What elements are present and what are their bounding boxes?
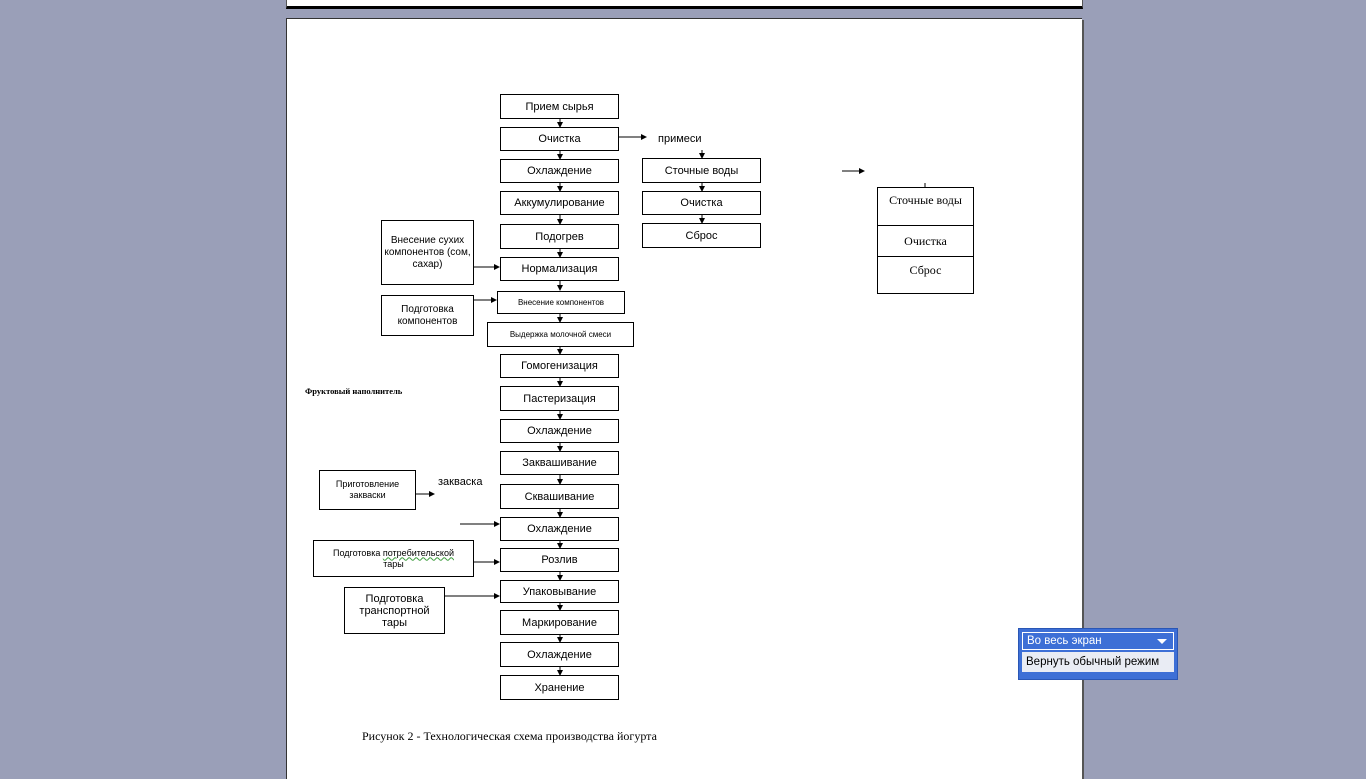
- view-mode-value: Во весь экран: [1027, 635, 1102, 647]
- step-raw-intake: Прием сырья: [500, 94, 619, 119]
- step-storage: Хранение: [500, 675, 619, 700]
- waste-discharge: Сброс: [642, 223, 761, 248]
- right-cleaning: Очистка: [877, 226, 974, 257]
- prep-components-box: Подготовка компонентов: [381, 295, 474, 336]
- step-filling: Розлив: [500, 548, 619, 572]
- previous-page-edge: [286, 0, 1083, 9]
- step-packing: Упаковывание: [500, 580, 619, 603]
- document-page: [286, 18, 1082, 779]
- step-normalization: Нормализация: [500, 257, 619, 281]
- impurities-label: примеси: [658, 133, 702, 145]
- restore-normal-view-button[interactable]: Вернуть обычный режим: [1022, 652, 1174, 672]
- right-discharge: Сброс: [909, 263, 942, 277]
- waste-cleaning: Очистка: [642, 191, 761, 215]
- step-pasteurization: Пастеризация: [500, 386, 619, 411]
- step-adding-components: Внесение компонентов: [497, 291, 625, 314]
- step-cooling-3: Охлаждение: [500, 517, 619, 541]
- consumer-packaging-box: Подготовка потребительской тары: [313, 540, 474, 577]
- consumer-packaging-line1: Подготовка потребительской: [333, 548, 454, 559]
- dry-components-box: Внесение сухих компонентов (сом, сахар): [381, 220, 474, 285]
- starter-label: закваска: [438, 476, 483, 488]
- step-cleaning: Очистка: [500, 127, 619, 151]
- step-inoculation: Заквашивание: [500, 451, 619, 475]
- consumer-packaging-word2: потребительской: [382, 547, 454, 558]
- step-cooling-2: Охлаждение: [500, 419, 619, 443]
- step-mix-holding: Выдержка молочной смеси: [487, 322, 634, 347]
- waste-wastewater: Сточные воды: [642, 158, 761, 183]
- fruit-filler-label: Фруктовый наполнитель: [305, 386, 403, 396]
- step-cooling-4: Охлаждение: [500, 642, 619, 667]
- consumer-packaging-word1: Подготовка: [332, 547, 383, 558]
- right-group-frame: [877, 187, 974, 294]
- figure-caption: Рисунок 2 - Технологическая схема произв…: [362, 729, 657, 743]
- step-fermentation: Сквашивание: [500, 484, 619, 509]
- step-cooling-1: Охлаждение: [500, 159, 619, 183]
- fullscreen-toolbar: Во весь экран Вернуть обычный режим: [1018, 628, 1178, 680]
- transport-packaging-box: Подготовка транспортной тары: [344, 587, 445, 634]
- step-accumulation: Аккумулирование: [500, 191, 619, 215]
- consumer-packaging-line2: тары: [383, 558, 404, 569]
- right-wastewater: Сточные воды: [877, 187, 974, 226]
- chevron-down-icon: [1157, 639, 1167, 644]
- step-heating: Подогрев: [500, 224, 619, 249]
- view-mode-dropdown[interactable]: Во весь экран: [1022, 632, 1174, 650]
- step-labeling: Маркирование: [500, 610, 619, 635]
- starter-prep-box: Приготовление закваски: [319, 470, 416, 510]
- step-homogenization: Гомогенизация: [500, 354, 619, 378]
